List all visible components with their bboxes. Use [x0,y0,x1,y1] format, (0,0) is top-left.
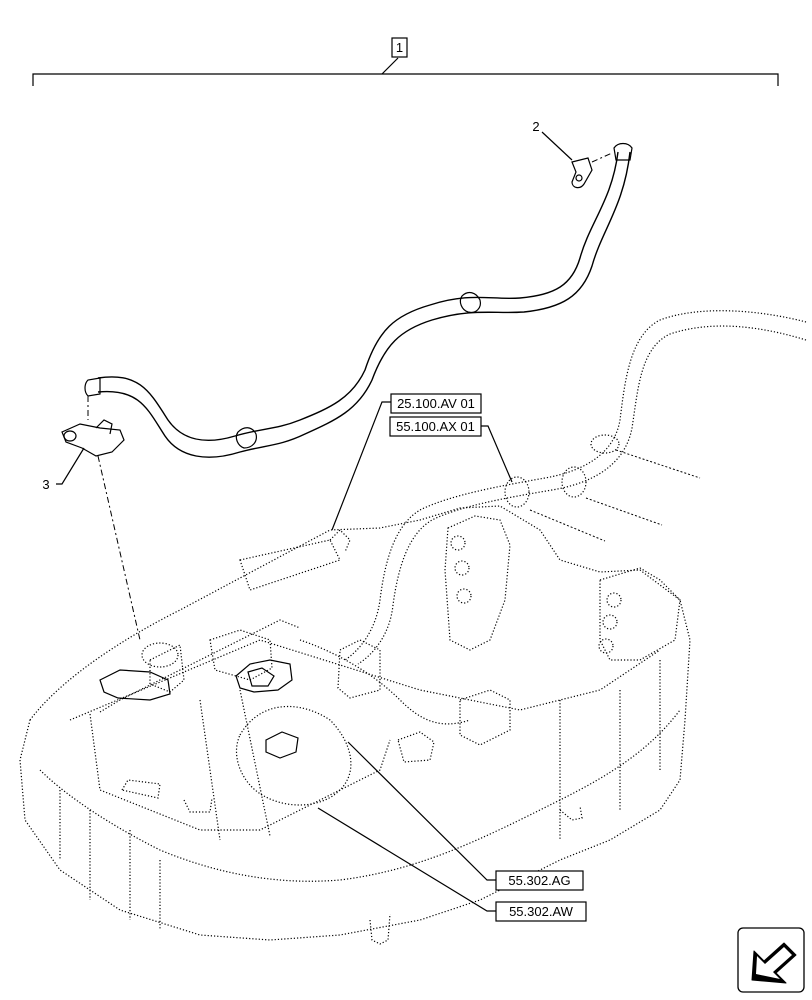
terminal-item-2: 2 [532,119,613,189]
upper-harness [344,310,807,665]
svg-text:25.100.AV 01: 25.100.AV 01 [397,396,475,411]
svg-text:55.100.AX 01: 55.100.AX 01 [396,419,475,434]
assembly-label-box [391,37,408,58]
svg-text:55.302.AG: 55.302.AG [508,873,570,888]
reference-box-55-100-ax-01[interactable]: 55.100.AX 01 [389,416,482,437]
arrow-left-down-icon[interactable] [737,927,805,993]
battery-cable [84,142,633,458]
assembly-bracket: 1 [32,37,779,86]
terminal-item-3: 3 [42,396,141,641]
callout-2: 2 [532,119,539,134]
callout-3: 3 [42,477,49,492]
reference-box-55-302-ag[interactable]: 55.302.AG [495,870,584,891]
reference-leaders [317,401,513,912]
reference-box-25-100-av-01[interactable]: 25.100.AV 01 [390,393,482,414]
reference-box-55-302-aw[interactable]: 55.302.AW [495,901,587,922]
svg-text:55.302.AW: 55.302.AW [509,904,574,919]
assembly-label: 1 [396,40,403,55]
battery-tray-frame [19,505,691,945]
fittings [99,642,299,759]
